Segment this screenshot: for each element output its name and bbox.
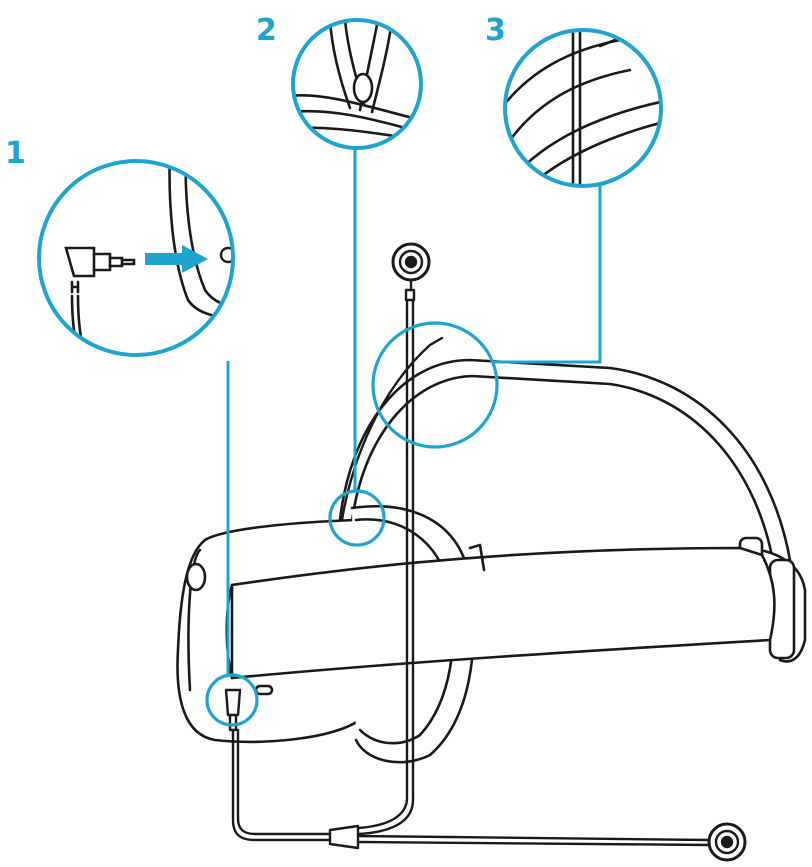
earbud-cables	[224, 242, 747, 862]
detail-view-1	[37, 159, 235, 357]
top-strap	[338, 358, 792, 562]
callout-marker-3	[371, 321, 499, 449]
leader-lines	[226, 148, 602, 676]
callout-marker-2	[328, 489, 386, 547]
insert-arrow-icon	[145, 245, 208, 273]
step-number-2: 2	[256, 13, 277, 48]
detail-view-2	[291, 18, 423, 150]
headset-ports	[254, 684, 274, 696]
detail-view-3	[503, 28, 663, 188]
earbud-icon	[707, 822, 747, 862]
lower-earbud-cable	[356, 834, 712, 842]
callout-markers	[205, 321, 499, 727]
main-cable	[231, 728, 332, 842]
cable-splitter	[328, 824, 360, 850]
callout-marker-1	[205, 673, 259, 727]
audio-jack-plug-icon	[64, 246, 96, 278]
headset-illustration	[176, 358, 807, 764]
step-number-3: 3	[485, 13, 506, 48]
audio-jack-plug-icon	[224, 688, 242, 732]
step-number-1: 1	[5, 136, 26, 171]
top-earbud-icon	[391, 242, 431, 292]
upper-earbud-cable	[356, 298, 415, 836]
leader-line-3	[494, 186, 602, 364]
